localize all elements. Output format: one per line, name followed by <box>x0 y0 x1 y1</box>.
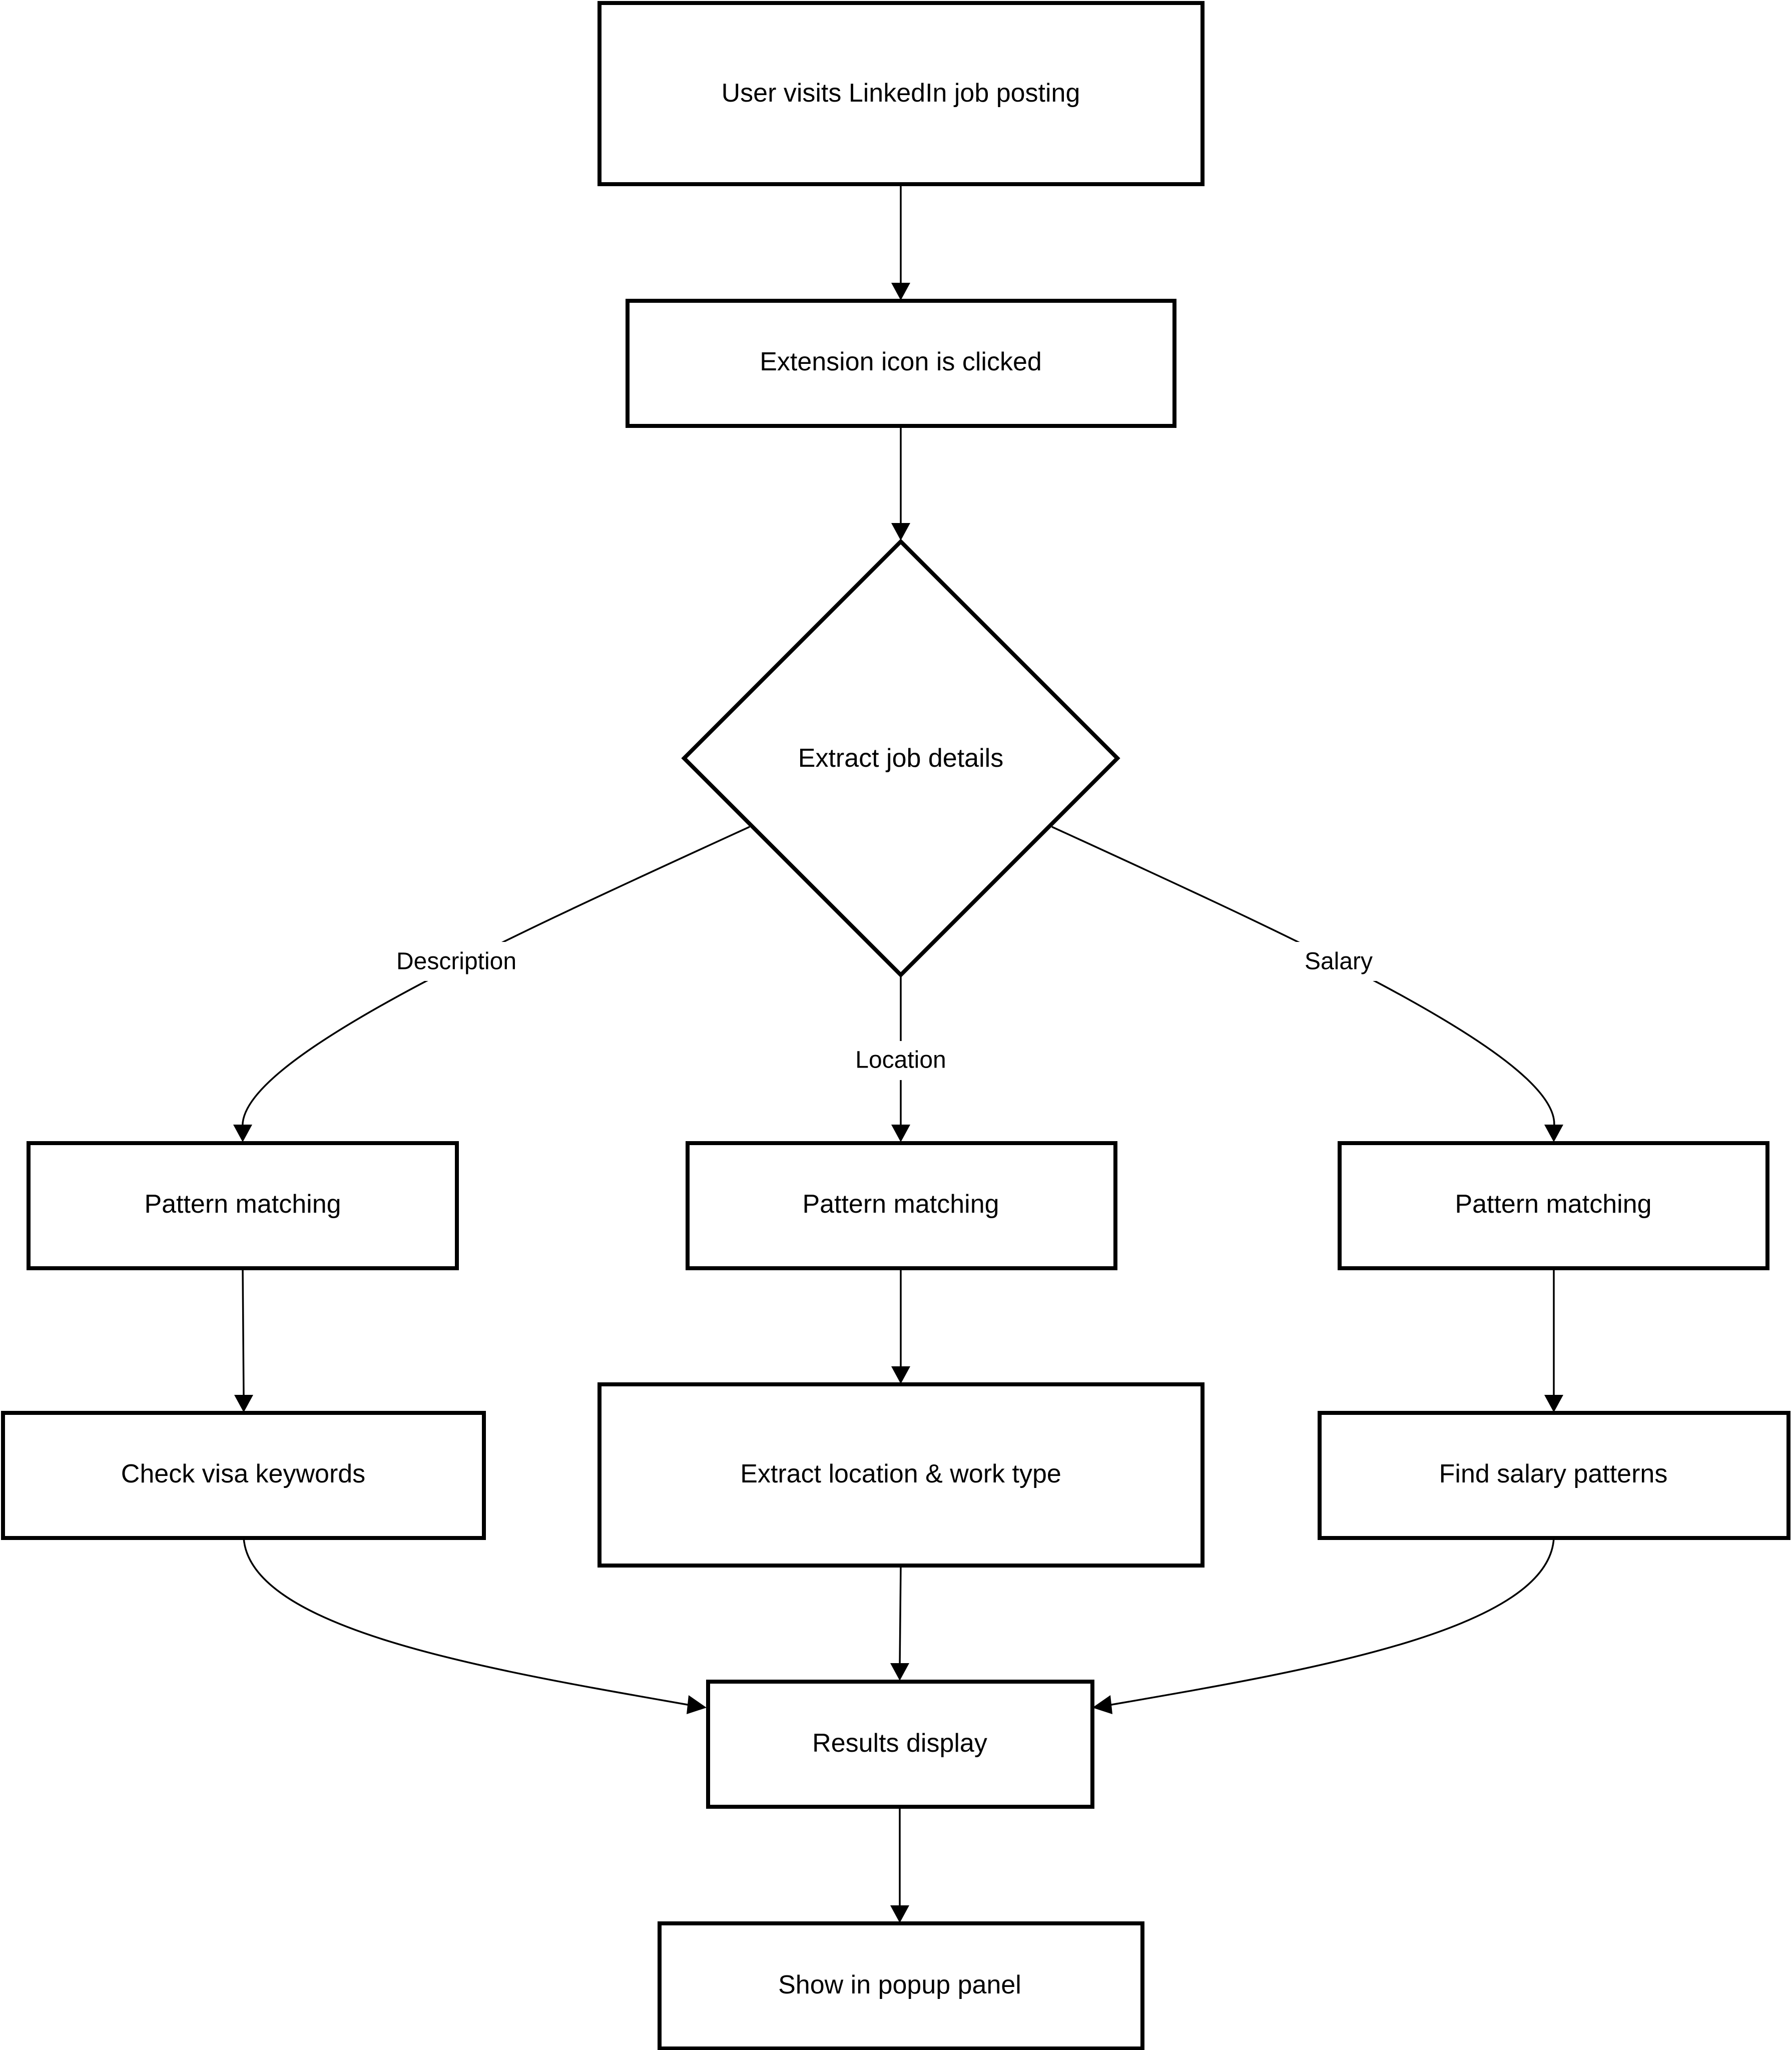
edge-results-to-popup <box>890 1807 909 1923</box>
node-find-salary-patterns-label: Find salary patterns <box>1439 1459 1668 1488</box>
edge-visa-to-results <box>243 1538 707 1714</box>
node-pattern-matching-description-label: Pattern matching <box>144 1190 341 1219</box>
node-show-in-popup-panel: Show in popup panel <box>658 1921 1144 2050</box>
node-find-salary-patterns: Find salary patterns <box>1318 1411 1790 1540</box>
edge-location-work-to-results <box>890 1565 909 1681</box>
edge-salary-patterns-to-results <box>1092 1538 1555 1714</box>
node-results-display-label: Results display <box>812 1729 987 1758</box>
node-results-display: Results display <box>706 1680 1094 1809</box>
edge-pattern-to-salary-patterns <box>1544 1268 1563 1412</box>
edge-label-location-text: Location <box>855 1047 946 1074</box>
node-check-visa-keywords-label: Check visa keywords <box>121 1459 365 1488</box>
edge-label-salary: Salary <box>1296 942 1381 981</box>
node-show-in-popup-panel-label: Show in popup panel <box>778 1970 1021 1999</box>
node-extract-location-work-type-label: Extract location & work type <box>740 1459 1061 1488</box>
node-extension-icon-clicked: Extension icon is clicked <box>626 299 1176 428</box>
node-pattern-matching-location: Pattern matching <box>686 1141 1117 1270</box>
edge-click-to-extract <box>891 426 910 541</box>
edge-label-salary-text: Salary <box>1305 948 1373 975</box>
node-user-visits-job-posting-label: User visits LinkedIn job posting <box>722 79 1080 108</box>
edge-extract-to-pattern-salary <box>1051 826 1563 1142</box>
node-pattern-matching-salary-label: Pattern matching <box>1455 1190 1651 1219</box>
node-check-visa-keywords: Check visa keywords <box>1 1411 486 1540</box>
edge-label-description-text: Description <box>396 948 516 975</box>
node-extract-job-details-label: Extract job details <box>798 744 1003 773</box>
edges <box>233 185 1563 1923</box>
node-extension-icon-clicked-label: Extension icon is clicked <box>760 347 1042 376</box>
edge-visit-to-click <box>891 185 910 300</box>
node-extract-job-details-decision: Extract job details <box>681 539 1120 978</box>
node-pattern-matching-location-label: Pattern matching <box>802 1190 999 1219</box>
edge-labels: Description Location Salary <box>388 942 1381 1080</box>
node-extract-location-work-type: Extract location & work type <box>598 1382 1205 1568</box>
edge-label-location: Location <box>846 1041 956 1080</box>
node-pattern-matching-salary: Pattern matching <box>1338 1141 1769 1270</box>
node-user-visits-job-posting: User visits LinkedIn job posting <box>598 1 1205 186</box>
edge-label-description: Description <box>388 942 525 981</box>
edge-pattern-to-visa <box>234 1268 253 1412</box>
edge-extract-to-pattern-description <box>233 826 750 1142</box>
node-pattern-matching-description: Pattern matching <box>27 1141 459 1270</box>
edge-pattern-to-location-work <box>891 1268 910 1384</box>
